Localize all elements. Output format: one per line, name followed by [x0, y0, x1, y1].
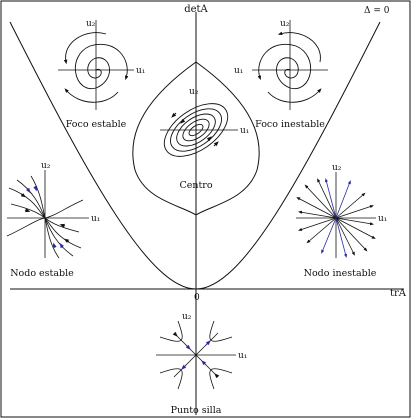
unstable-node-u2-label: u₂: [332, 163, 342, 173]
saddle-u1-label: u₁: [238, 351, 247, 361]
stable-focus-u1-label: u₁: [136, 66, 145, 76]
center-u2-label: u₂: [189, 87, 199, 97]
stable-node-title: Nodo estable: [10, 268, 74, 279]
center-portrait: u₂ u₁: [160, 87, 249, 174]
origin-label: 0: [194, 293, 200, 303]
saddle-title: Punto silla: [171, 405, 222, 416]
det-axis-label: detA: [184, 4, 208, 15]
center-u1-label: u₁: [240, 126, 249, 136]
unstable-focus-portrait: u₂ u₁: [234, 19, 328, 110]
unstable-node-portrait: u₂ u₁: [296, 163, 387, 258]
stable-node-u2-label: u₂: [41, 161, 51, 171]
stable-focus-title: Foco estable: [66, 119, 127, 130]
unstable-focus-u1-label: u₁: [234, 66, 243, 76]
center-title: Centro: [179, 180, 212, 191]
tr-axis-label: trA: [390, 288, 407, 299]
stable-focus-u2-label: u₂: [86, 19, 96, 29]
saddle-portrait: u₂ u₁: [156, 312, 247, 393]
unstable-node-u1-label: u₁: [378, 214, 387, 224]
unstable-focus-title: Foco inestable: [255, 119, 325, 130]
saddle-u2-label: u₂: [182, 312, 192, 322]
discriminant-label: Δ = 0: [364, 6, 390, 16]
discriminant-parabola: [9, 21, 381, 290]
unstable-node-title: Nodo inestable: [304, 268, 377, 279]
stable-node-u1-label: u₁: [91, 214, 100, 224]
unstable-focus-u2-label: u₂: [280, 19, 290, 29]
center-region-outline: [132, 61, 260, 216]
stable-node-portrait: u₂ u₁: [6, 161, 100, 259]
stable-focus-portrait: u₂ u₁: [58, 19, 145, 110]
